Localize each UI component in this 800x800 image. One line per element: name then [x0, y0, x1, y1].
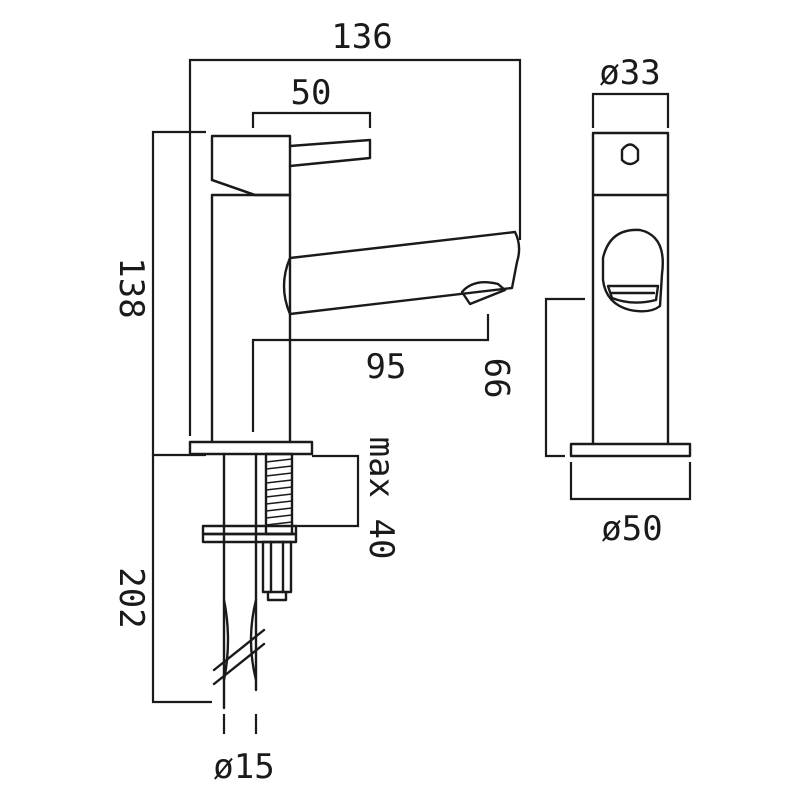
dim-line-body-diameter: [591, 92, 670, 128]
base-plate: [188, 440, 314, 456]
side-dimensions: ø33 99 ø50: [479, 53, 692, 549]
body-column: [210, 193, 292, 444]
break-line-2: [212, 642, 266, 686]
dim-label-tail-diameter: ø15: [213, 747, 274, 787]
side-handle-cap: [591, 131, 670, 197]
dim-line-lever-length: [251, 111, 372, 128]
dim-line-tail-diameter: [222, 714, 258, 734]
dim-line-base-diameter: [569, 462, 692, 501]
handle-cap-seam: [210, 178, 257, 197]
dim-label-body-diameter: ø33: [599, 53, 660, 93]
side-base-plate: [569, 442, 692, 458]
dim-line-worktop-max: [296, 454, 360, 528]
dim-label-tail-length: 202: [111, 567, 151, 628]
break-line-1: [212, 628, 266, 672]
dim-line-spout-height: [251, 314, 490, 432]
nut: [261, 540, 293, 594]
washer-lower: [201, 532, 298, 544]
dim-line-tail-length: [151, 455, 212, 704]
dim-line-overall-length: [188, 58, 522, 436]
dim-label-overall-length: 136: [331, 17, 392, 57]
dim-label-base-diameter: ø50: [601, 509, 662, 549]
side-spout: [601, 228, 664, 313]
aerator: [460, 281, 507, 306]
side-aerator: [606, 284, 660, 304]
spout: [282, 230, 521, 316]
tail-pipe: [222, 452, 258, 710]
dim-label-overall-height: 138: [111, 257, 151, 318]
side-lever-end: [620, 143, 640, 166]
dim-label-spout-height: 95: [366, 347, 407, 387]
rod-thread: [265, 458, 293, 526]
dim-line-overall-height: [151, 130, 206, 457]
dim-line-side-height: [544, 297, 585, 458]
fixing-assembly: [201, 452, 298, 710]
dim-label-worktop-max: max 40: [361, 437, 401, 560]
handle-cap: [210, 134, 292, 197]
side-body: [591, 193, 670, 446]
front-dimensions: 136 50 138 95 max 40 202 ø15: [111, 17, 522, 787]
lever: [288, 138, 372, 168]
tap-side-view: [569, 131, 692, 458]
dim-label-lever-length: 50: [291, 73, 332, 113]
dim-label-side-height: 99: [479, 358, 519, 399]
nut-end: [266, 590, 288, 602]
tap-front-view: [188, 134, 521, 456]
